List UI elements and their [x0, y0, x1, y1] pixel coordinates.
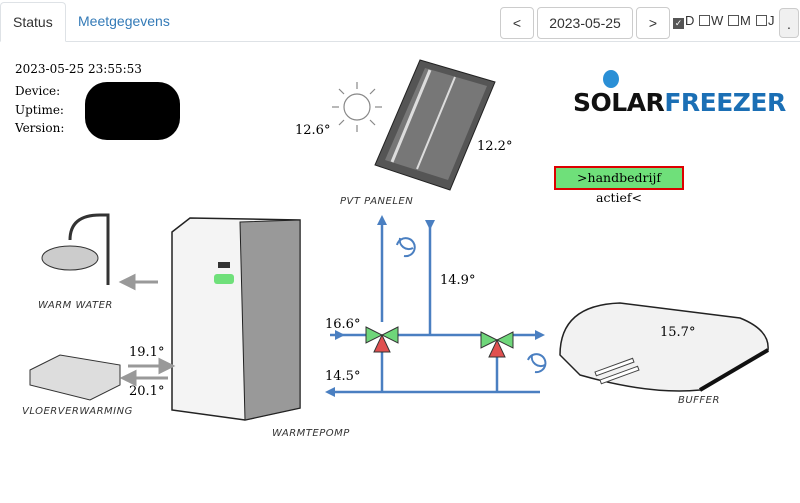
pipes — [330, 222, 540, 394]
buffer-icon — [559, 302, 770, 392]
period-label: W — [711, 13, 724, 28]
pvt-return-temp: 14.9° — [440, 273, 476, 288]
pvt-panel-icon — [374, 59, 496, 191]
redacted-block — [85, 82, 180, 140]
floor-supply-temp: 19.1° — [129, 345, 165, 360]
sun-icon — [332, 82, 382, 132]
period-year-checkbox[interactable]: J — [756, 13, 775, 28]
pipe-arrows-icon — [325, 215, 545, 397]
period-label: D — [685, 13, 695, 28]
date-input[interactable]: 2023-05-25 — [537, 7, 633, 39]
checkbox-checked-icon: ✓ — [673, 18, 684, 29]
version-label: Version: — [15, 121, 65, 135]
next-date-button[interactable]: > — [636, 7, 670, 39]
pump-icon — [396, 237, 416, 258]
valve-icon — [480, 331, 514, 358]
tab-status[interactable]: Status — [0, 2, 66, 42]
period-month-checkbox[interactable]: M — [728, 13, 751, 28]
prev-date-button[interactable]: < — [500, 7, 534, 39]
valve-icon — [365, 326, 399, 353]
buffer-label: BUFFER — [678, 395, 720, 406]
status-indicator: >handbedrijf actief< — [554, 166, 684, 205]
supply-temp: 16.6° — [325, 317, 361, 332]
refresh-button[interactable]: . — [779, 8, 799, 38]
floor-heating-icon — [29, 354, 121, 401]
timestamp: 2023-05-25 23:55:53 — [15, 62, 142, 76]
uptime-label: Uptime: — [15, 103, 64, 117]
buffer-temp: 15.7° — [660, 325, 696, 340]
logo-text: SOL — [573, 88, 627, 117]
period-label: J — [768, 13, 775, 28]
period-label: M — [740, 13, 751, 28]
floor-heating-label: VLOERVERWARMING — [22, 406, 133, 417]
period-day-checkbox[interactable]: ✓D — [673, 13, 694, 29]
device-label: Device: — [15, 84, 61, 98]
ambient-temp: 12.6° — [295, 123, 331, 138]
solarfreezer-logo: SOLARFREEZER — [573, 88, 786, 117]
logo-text: FREEZER — [664, 88, 786, 117]
warm-water-label: WARM WATER — [38, 300, 113, 311]
pump-icon — [527, 353, 547, 374]
logo-drop-icon — [603, 70, 619, 88]
flow-arrows-icon — [118, 273, 176, 387]
floor-return-temp: 20.1° — [129, 384, 165, 399]
pvt-temp: 12.2° — [477, 139, 513, 154]
checkbox-unchecked-icon — [756, 15, 767, 26]
tab-meetgegevens[interactable]: Meetgegevens — [78, 13, 170, 29]
logo-text: AR — [626, 88, 665, 117]
period-week-checkbox[interactable]: W — [699, 13, 723, 28]
checkbox-unchecked-icon — [728, 15, 739, 26]
heatpump-icon — [171, 217, 301, 421]
tab-bar: Status Meetgegevens < 2023-05-25 > ✓D W … — [0, 0, 800, 42]
heatpump-label: WARMTEPOMP — [272, 428, 350, 439]
pvt-label: PVT PANELEN — [340, 196, 414, 207]
checkbox-unchecked-icon — [699, 15, 710, 26]
shower-icon — [41, 213, 110, 285]
return-temp: 14.5° — [325, 369, 361, 384]
